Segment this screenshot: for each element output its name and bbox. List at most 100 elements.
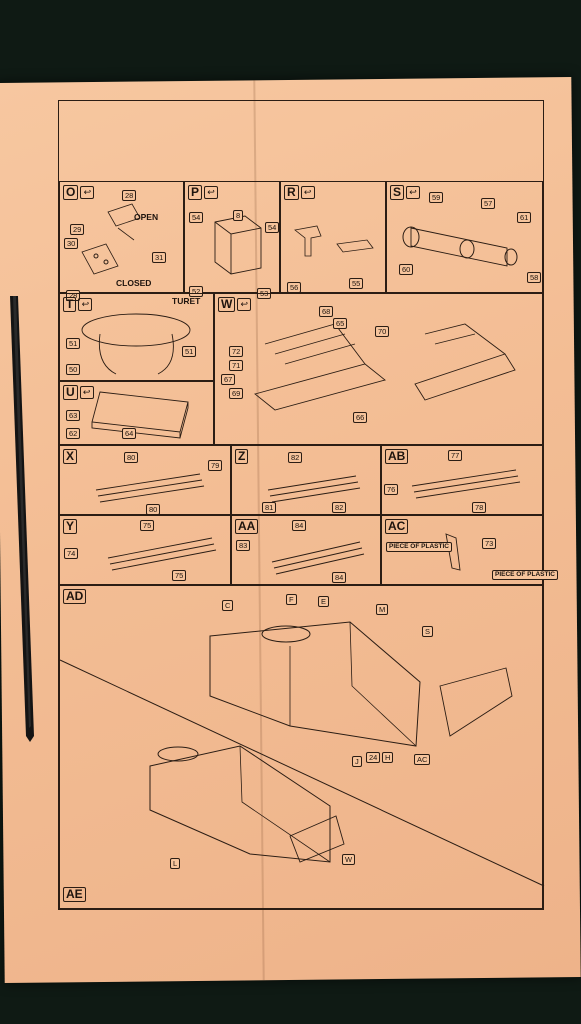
bracket-drawing bbox=[294, 225, 374, 257]
part-number: 80 bbox=[124, 452, 139, 463]
step-ad-ae-panel: AD C F E M S J 24 H AC L W AE bbox=[59, 585, 545, 909]
step-label: S bbox=[390, 185, 405, 200]
plastic-label: PIECE OF PLASTIC bbox=[492, 570, 558, 580]
step-u-panel: U↩ 63 62 64 bbox=[59, 381, 214, 445]
box-drawing bbox=[91, 391, 189, 439]
part-number: 83 bbox=[236, 540, 251, 551]
part-number: 67 bbox=[221, 374, 236, 385]
step-w-panel: W↩ 68 65 70 72 71 67 69 66 bbox=[214, 293, 543, 445]
plough-drawing bbox=[254, 323, 516, 411]
step-aa-panel: AA 84 83 84 bbox=[231, 515, 381, 585]
part-number: 65 bbox=[333, 318, 348, 329]
part-number: 68 bbox=[319, 306, 334, 317]
part-number: 51 bbox=[66, 338, 81, 349]
part-number: 69 bbox=[229, 388, 244, 399]
part-number: 63 bbox=[66, 410, 81, 421]
part-number: 75 bbox=[140, 520, 155, 531]
glue-arrow-icon: ↩ bbox=[300, 186, 315, 199]
step-z-panel: Z 82 81 82 bbox=[231, 445, 381, 515]
turret-drawing bbox=[81, 313, 191, 375]
step-y-panel: Y 75 74 75 bbox=[59, 515, 231, 585]
part-number: 51 bbox=[182, 346, 197, 357]
tank-assembly-drawing bbox=[59, 621, 545, 887]
part-number: 28 bbox=[122, 190, 137, 201]
part-number: 29 bbox=[70, 224, 85, 235]
glue-arrow-icon: ↩ bbox=[78, 298, 93, 311]
part-number: 77 bbox=[448, 450, 463, 461]
hobby-knife bbox=[10, 296, 34, 742]
part-letter: H bbox=[382, 752, 394, 763]
part-number: 28 bbox=[66, 290, 81, 301]
closed-label: CLOSED bbox=[116, 278, 152, 288]
part-number: 81 bbox=[262, 502, 277, 513]
part-number: 8 bbox=[233, 210, 244, 221]
part-number: 52 bbox=[189, 286, 204, 297]
step-label: O bbox=[63, 185, 79, 200]
step-label: Y bbox=[63, 519, 78, 534]
part-number: 54 bbox=[189, 212, 204, 223]
part-number: 59 bbox=[429, 192, 444, 203]
part-number: 56 bbox=[287, 282, 302, 293]
part-number: 62 bbox=[66, 428, 81, 439]
glue-arrow-icon: ↩ bbox=[406, 186, 421, 199]
part-letter: M bbox=[376, 604, 389, 615]
part-number: 84 bbox=[292, 520, 307, 531]
part-letter: E bbox=[318, 596, 330, 607]
part-number: 61 bbox=[517, 212, 532, 223]
step-label: AD bbox=[63, 589, 87, 604]
part-number: 66 bbox=[353, 412, 368, 423]
step-ab-panel: AB 77 76 78 bbox=[381, 445, 543, 515]
part-letter: J bbox=[352, 756, 362, 767]
part-number: 60 bbox=[399, 264, 414, 275]
part-number: 80 bbox=[146, 504, 161, 515]
step-label: AA bbox=[235, 519, 259, 534]
glue-arrow-icon: ↩ bbox=[204, 186, 219, 199]
step-p-panel: P↩ 54 8 54 52 53 bbox=[184, 181, 280, 299]
part-number: 24 bbox=[366, 752, 381, 763]
step-label: AE bbox=[63, 887, 86, 902]
glue-arrow-icon: ↩ bbox=[80, 186, 95, 199]
step-t-panel: T↩ TURET 51 51 50 bbox=[59, 293, 214, 381]
part-number: 75 bbox=[172, 570, 187, 581]
part-letter: L bbox=[170, 858, 181, 869]
open-label: OPEN bbox=[134, 212, 159, 222]
part-number: 82 bbox=[288, 452, 303, 463]
glue-arrow-icon: ↩ bbox=[79, 386, 94, 399]
part-number: 74 bbox=[64, 548, 79, 559]
part-number: 55 bbox=[349, 278, 364, 289]
step-s-panel: S↩ 59 57 61 60 58 bbox=[386, 181, 543, 293]
box-drawing bbox=[214, 215, 262, 275]
part-number: 84 bbox=[332, 572, 347, 583]
part-letter: S bbox=[422, 626, 434, 637]
part-number: 70 bbox=[375, 326, 390, 337]
part-number: 72 bbox=[229, 346, 244, 357]
step-label: U bbox=[63, 385, 78, 400]
part-letter: C bbox=[222, 600, 234, 611]
part-number: 54 bbox=[265, 222, 280, 233]
rod-drawing bbox=[411, 469, 521, 499]
step-r-panel: R↩ 56 55 bbox=[280, 181, 386, 293]
step-ac-panel: AC PIECE OF PLASTIC 73 PIECE OF PLASTIC bbox=[381, 515, 558, 585]
part-number: 71 bbox=[229, 360, 244, 371]
step-label: T bbox=[63, 297, 77, 312]
part-number: 50 bbox=[66, 364, 81, 375]
part-number: 31 bbox=[152, 252, 167, 263]
lever-drawing bbox=[445, 533, 461, 571]
step-label: X bbox=[63, 449, 78, 464]
step-o-panel: O↩ 28 29 30 31 28 OPEN CLOSED bbox=[59, 181, 184, 301]
plastic-label: PIECE OF PLASTIC bbox=[386, 542, 452, 552]
part-number: 58 bbox=[527, 272, 542, 283]
part-number: 57 bbox=[481, 198, 496, 209]
step-label: AB bbox=[385, 449, 409, 464]
part-letter: AC bbox=[414, 754, 431, 765]
rod-drawing bbox=[271, 541, 365, 575]
part-number: 64 bbox=[122, 428, 137, 439]
part-number: 76 bbox=[384, 484, 399, 495]
step-label: W bbox=[218, 297, 236, 312]
step-label: AC bbox=[385, 519, 409, 534]
part-number: 73 bbox=[482, 538, 497, 549]
roller-drawing bbox=[402, 226, 518, 267]
assembly-grid: O↩ 28 29 30 31 28 OPEN CLOSED P↩ 54 8 54… bbox=[58, 100, 558, 910]
part-number: 78 bbox=[472, 502, 487, 513]
part-number: 30 bbox=[64, 238, 79, 249]
